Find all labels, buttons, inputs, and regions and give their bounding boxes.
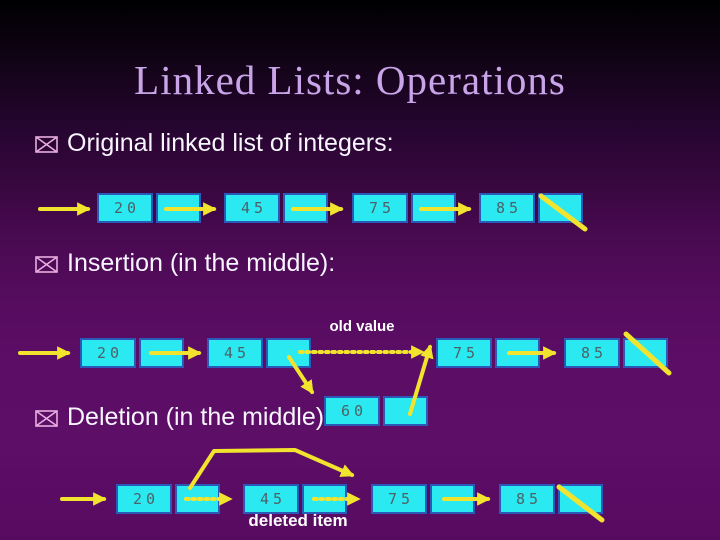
node-pointer-cell — [558, 484, 603, 514]
node-pointer-cell — [383, 396, 428, 426]
node-pointer-cell — [302, 484, 347, 514]
bullet-original: Original linked list of integers: — [35, 129, 394, 158]
bypass-arrow-20-75 — [188, 448, 355, 490]
node-value: 75 — [452, 344, 480, 362]
node-value: 45 — [240, 199, 268, 217]
node-value: 45 — [259, 490, 287, 508]
deletion-node-85: 85 — [499, 484, 603, 514]
node-value-cell: 60 — [324, 396, 380, 426]
node-value: 45 — [223, 344, 251, 362]
node-value-cell: 75 — [436, 338, 492, 368]
envelope-bullet-icon — [35, 256, 58, 273]
node-pointer-cell — [283, 193, 328, 223]
node-value-cell: 20 — [116, 484, 172, 514]
deletion-node-20: 20 — [116, 484, 220, 514]
original-node-20: 20 — [97, 193, 201, 223]
node-pointer-cell — [411, 193, 456, 223]
slide-title: Linked Lists: Operations — [134, 57, 566, 103]
node-value-cell: 45 — [207, 338, 263, 368]
node-value-cell: 20 — [97, 193, 153, 223]
node-pointer-cell — [538, 193, 583, 223]
old-value-label: old value — [329, 318, 395, 335]
bullet-deletion: Deletion (in the middle) — [35, 403, 324, 432]
node-pointer-cell — [139, 338, 184, 368]
node-value: 60 — [340, 402, 368, 420]
node-pointer-cell — [266, 338, 311, 368]
node-value-cell: 75 — [371, 484, 427, 514]
node-value: 85 — [580, 344, 608, 362]
original-node-75: 75 — [352, 193, 456, 223]
deleted-item-label: deleted item — [248, 511, 348, 530]
node-pointer-cell — [623, 338, 668, 368]
insertion-node-20: 20 — [80, 338, 184, 368]
node-pointer-cell — [430, 484, 475, 514]
node-value: 20 — [132, 490, 160, 508]
node-value: 75 — [368, 199, 396, 217]
node-pointer-cell — [175, 484, 220, 514]
original-node-85: 85 — [479, 193, 583, 223]
node-value-cell: 85 — [564, 338, 620, 368]
insertion-node-45: 45 — [207, 338, 311, 368]
insertion-node-60-inserted: 60 — [324, 396, 428, 426]
node-value: 20 — [96, 344, 124, 362]
original-node-45: 45 — [224, 193, 328, 223]
bullet-deletion-label: Deletion (in the middle) — [67, 403, 325, 431]
node-value-cell: 85 — [499, 484, 555, 514]
envelope-bullet-icon — [35, 136, 58, 153]
bullet-insertion-label: Insertion (in the middle): — [67, 249, 336, 277]
bullet-original-label: Original linked list of integers: — [67, 129, 394, 157]
node-value-cell: 45 — [224, 193, 280, 223]
deletion-node-45-deleted: 45 — [243, 484, 347, 514]
node-value: 20 — [113, 199, 141, 217]
insertion-node-75: 75 — [436, 338, 540, 368]
node-value: 75 — [387, 490, 415, 508]
insertion-node-85: 85 — [564, 338, 668, 368]
node-value-cell: 20 — [80, 338, 136, 368]
node-value-cell: 75 — [352, 193, 408, 223]
node-value: 85 — [495, 199, 523, 217]
node-value-cell: 85 — [479, 193, 535, 223]
bullet-insertion: Insertion (in the middle): — [35, 249, 335, 278]
deletion-node-75: 75 — [371, 484, 475, 514]
node-value: 85 — [515, 490, 543, 508]
node-pointer-cell — [156, 193, 201, 223]
envelope-bullet-icon — [35, 410, 58, 427]
node-value-cell: 45 — [243, 484, 299, 514]
node-pointer-cell — [495, 338, 540, 368]
